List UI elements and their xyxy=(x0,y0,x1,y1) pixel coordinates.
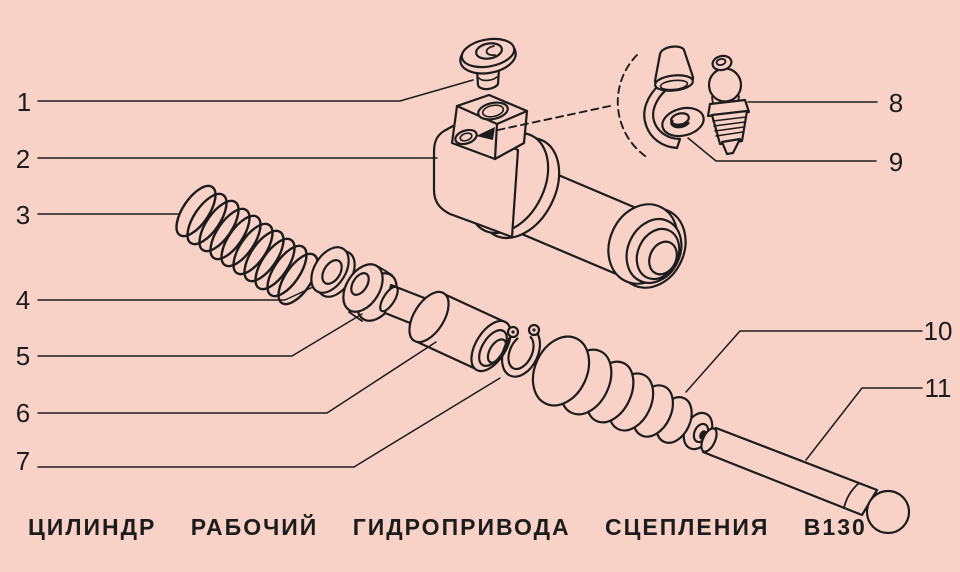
spring-coil xyxy=(175,184,217,238)
callout-9-leader xyxy=(687,137,877,162)
piston-rod-end xyxy=(379,285,399,313)
callouts: 1 2 3 4 5 6 7 xyxy=(16,79,953,476)
cap-dome-rim-inner xyxy=(659,79,689,91)
spring-coil xyxy=(186,192,228,246)
spring-coil xyxy=(198,199,240,253)
detail-circle-dashed-arc xyxy=(616,54,649,159)
part-spring xyxy=(175,184,319,306)
pushrod-seam xyxy=(843,483,859,509)
bleeder-ball xyxy=(707,67,743,103)
callout-4: 4 xyxy=(16,285,314,315)
spring-coil xyxy=(232,222,274,276)
cup-side-lines xyxy=(348,266,393,322)
callout-4-leader xyxy=(37,286,314,301)
boot-ridge xyxy=(531,335,591,407)
callout-7: 7 xyxy=(16,377,501,476)
figure-caption: ЦИЛИНДР РАБОЧИЙ ГИДРОПРИВОДА СЦЕПЛЕНИЯ В… xyxy=(28,514,867,540)
callout-11: 11 xyxy=(805,373,952,461)
detail-arrow-head xyxy=(476,127,495,140)
bleeder-port-thread xyxy=(459,132,473,142)
callout-3: 3 xyxy=(16,200,179,230)
bleeder-threads xyxy=(712,116,747,137)
part-bleeder-valve xyxy=(706,54,751,156)
circlip-inner xyxy=(507,333,535,371)
callout-7-number: 7 xyxy=(16,446,30,476)
callout-2: 2 xyxy=(16,144,438,174)
barrel-bore-depth xyxy=(648,240,678,276)
part-cylinder-body xyxy=(432,93,687,289)
callout-6-leader xyxy=(37,341,437,414)
callout-11-leader xyxy=(805,387,923,461)
spring-coil xyxy=(209,207,251,261)
spring-coil xyxy=(266,244,308,298)
part-piston xyxy=(379,283,512,373)
callout-8: 8 xyxy=(747,88,903,118)
callout-7-leader xyxy=(37,377,501,468)
callout-11-number: 11 xyxy=(925,373,952,403)
spring-coil xyxy=(243,229,285,283)
callout-10: 10 xyxy=(685,316,953,393)
part-pushrod xyxy=(700,426,911,535)
callout-6: 6 xyxy=(16,341,437,428)
circlip-eyelet-left-hole xyxy=(511,330,515,334)
detail-arrow-dashed-line xyxy=(497,105,611,131)
callout-1-number: 1 xyxy=(17,87,31,117)
pushrod-shaft xyxy=(701,426,879,517)
bleeder-tip xyxy=(720,137,742,156)
callout-1: 1 xyxy=(17,79,474,117)
callout-10-leader xyxy=(685,330,923,393)
cap-disc-hole-shade xyxy=(670,119,690,129)
pushrod-ball-end xyxy=(865,489,911,535)
callout-9-number: 9 xyxy=(889,147,903,177)
cap-recess-arc xyxy=(485,45,496,57)
detail-view-marks xyxy=(476,54,649,159)
callout-10-number: 10 xyxy=(924,316,953,346)
seal-ring-hole xyxy=(321,259,343,285)
callout-4-number: 4 xyxy=(16,285,30,315)
callout-5-leader xyxy=(37,313,363,357)
hose-port-thread xyxy=(481,104,505,118)
callout-9: 9 xyxy=(687,137,903,177)
spring-coil xyxy=(277,252,319,306)
cup-hole xyxy=(350,272,370,296)
circlip-eyelet-right-hole xyxy=(532,328,536,332)
part-bleeder-cap xyxy=(643,45,705,150)
part-boot xyxy=(531,335,714,451)
cap-strap xyxy=(643,82,682,150)
part-circlip xyxy=(500,323,542,378)
callout-2-number: 2 xyxy=(16,144,30,174)
callout-5-number: 5 xyxy=(16,341,30,371)
callout-5: 5 xyxy=(16,313,363,371)
cap-stem-line xyxy=(478,76,498,82)
part-cap-plug xyxy=(459,37,517,91)
body-boss-edges xyxy=(455,104,529,161)
bleeder-nipple-hole xyxy=(715,58,727,66)
piston-body-left xyxy=(408,290,450,344)
bleeder-nipple xyxy=(711,54,733,72)
callout-1-leader xyxy=(37,79,474,102)
cap-recess xyxy=(475,42,503,60)
callout-8-number: 8 xyxy=(889,88,903,118)
pushrod-left-end xyxy=(700,427,718,453)
callout-6-number: 6 xyxy=(16,398,30,428)
callout-3-number: 3 xyxy=(16,200,30,230)
